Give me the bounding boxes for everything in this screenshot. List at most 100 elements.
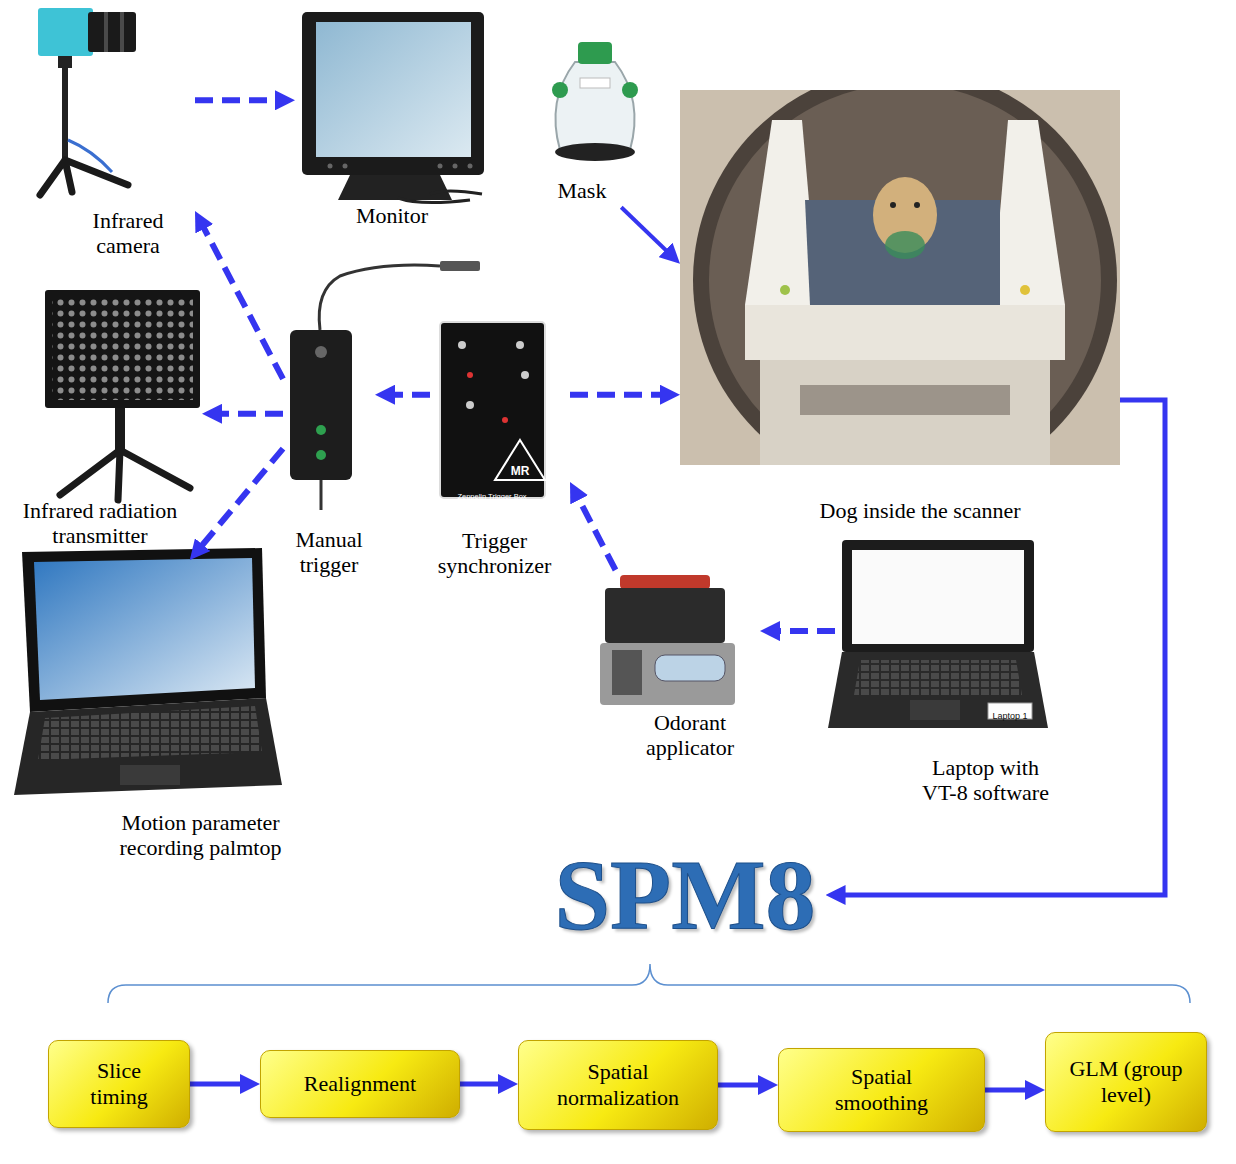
device-badge: MR bbox=[511, 464, 530, 478]
camera-figure bbox=[38, 8, 136, 195]
equipment-item: Mask bbox=[535, 38, 650, 207]
device-badge-holder: MR bbox=[511, 461, 530, 479]
camera-figure-part bbox=[120, 12, 124, 52]
equipment-item: Infrared radiation transmitter bbox=[2, 283, 202, 553]
solid-arrow bbox=[985, 1088, 1033, 1093]
solid-arrow bbox=[838, 400, 1165, 895]
transmitter-figure-part bbox=[52, 296, 193, 400]
equipment-label: Infrared radiation transmitter bbox=[15, 498, 185, 549]
equipment-label: Mask bbox=[542, 178, 622, 203]
process-step: Realignment bbox=[260, 1050, 460, 1118]
palmtop-figure-part bbox=[38, 706, 262, 760]
manual-trigger-figure-part bbox=[440, 261, 480, 271]
step-label: Slice timing bbox=[79, 1058, 159, 1111]
connectors bbox=[190, 100, 1165, 1090]
mask-figure bbox=[552, 42, 638, 161]
camera-figure-part bbox=[68, 140, 112, 172]
manual-trigger-figure-part bbox=[316, 450, 326, 460]
monitor-figure-part bbox=[316, 22, 471, 157]
manual-trigger-figure-part bbox=[290, 330, 352, 480]
process-step: GLM (group level) bbox=[1045, 1032, 1207, 1132]
palmtop-figure-part bbox=[34, 558, 255, 700]
process-step: Spatial normalization bbox=[518, 1040, 718, 1130]
scanner-photo-part bbox=[800, 385, 1010, 415]
scanner-photo-part bbox=[1020, 285, 1030, 295]
equipment-item: Infrared camera bbox=[30, 5, 195, 263]
camera-figure-part bbox=[62, 68, 68, 163]
dashed-arrow bbox=[195, 97, 283, 103]
dashed-arrow bbox=[576, 493, 616, 570]
scanner-photo-part bbox=[760, 360, 1050, 465]
scanner-photo-part bbox=[992, 120, 1065, 305]
odorant-applicator-figure-part bbox=[620, 575, 710, 589]
camera-figure-part bbox=[104, 12, 108, 52]
odorant-applicator-figure bbox=[600, 575, 735, 705]
equipment-label: Dog inside the scanner bbox=[770, 498, 1070, 523]
solid-arrow bbox=[460, 1082, 506, 1087]
manual-trigger-figure-part bbox=[315, 346, 327, 358]
mask-figure-part bbox=[580, 78, 610, 88]
dashed-arrow bbox=[214, 411, 283, 417]
synchronizer-figure bbox=[440, 322, 545, 498]
synchronizer-figure-part bbox=[521, 371, 529, 379]
monitor-figure-part bbox=[468, 164, 473, 169]
equipment-label: Infrared camera bbox=[78, 208, 178, 259]
equipment-label: Monitor bbox=[332, 203, 452, 228]
synchronizer-figure-part bbox=[458, 341, 466, 349]
synchronizer-figure-part bbox=[516, 341, 524, 349]
step-label: Spatial normalization bbox=[543, 1059, 693, 1112]
group-bracket bbox=[108, 964, 1190, 1003]
palmtop-figure-part bbox=[22, 548, 266, 712]
dashed-arrow bbox=[198, 449, 283, 551]
synchronizer-figure-part bbox=[495, 440, 545, 480]
device-brand-holder: Zeppelin Trigger Box bbox=[457, 485, 526, 503]
group-bracket-part bbox=[108, 964, 1190, 1003]
scanner-photo bbox=[680, 90, 1120, 465]
mask-figure-part bbox=[555, 143, 635, 161]
synchronizer-figure-part bbox=[502, 417, 508, 423]
mask-figure-part bbox=[555, 62, 634, 150]
equipment-label: Trigger synchronizer bbox=[432, 528, 557, 579]
monitor-figure bbox=[302, 12, 484, 203]
equipment-item: Laptop with VT-8 software bbox=[835, 535, 1065, 810]
synchronizer-figure-part bbox=[466, 401, 474, 409]
manual-trigger-figure-part bbox=[320, 480, 323, 510]
synchronizer-figure-part bbox=[467, 372, 473, 378]
palmtop-figure-part bbox=[120, 765, 180, 785]
manual-trigger-figure-part bbox=[319, 265, 440, 330]
device-brand: Zeppelin Trigger Box bbox=[457, 492, 526, 501]
mask-figure-part bbox=[622, 82, 638, 98]
odorant-applicator-figure-part bbox=[612, 650, 642, 695]
transmitter-figure-part bbox=[45, 290, 200, 408]
equipment-label: Manual trigger bbox=[284, 527, 374, 578]
dashed-arrow bbox=[201, 222, 283, 379]
camera-figure-part bbox=[58, 56, 72, 68]
camera-figure-part bbox=[88, 12, 136, 52]
equipment-item: Dog inside the scanner bbox=[680, 88, 1120, 527]
equipment-item: Trigger synchronizer bbox=[430, 318, 570, 583]
scanner-photo-part bbox=[693, 90, 1117, 465]
transmitter-figure bbox=[45, 290, 200, 500]
solid-arrow bbox=[621, 207, 671, 255]
mask-figure-part bbox=[552, 82, 568, 98]
mask-figure-part bbox=[578, 42, 612, 64]
software-name: SPM8 bbox=[544, 845, 825, 945]
odorant-applicator-figure-part bbox=[600, 643, 735, 705]
scanner-photo-part bbox=[709, 90, 1101, 465]
step-label: Realignment bbox=[270, 1071, 450, 1097]
synchronizer-figure-part bbox=[440, 322, 545, 498]
laptop-figure bbox=[828, 540, 1048, 728]
equipment-item: Motion parameter recording palmtop bbox=[10, 560, 300, 865]
transmitter-figure-part bbox=[60, 450, 190, 500]
odorant-applicator-figure-part bbox=[655, 655, 725, 681]
step-label: GLM (group level) bbox=[1061, 1056, 1191, 1109]
laptop-figure-part bbox=[842, 540, 1034, 652]
scanner-photo-part bbox=[745, 305, 1065, 360]
laptop-figure-part bbox=[852, 550, 1024, 644]
sticker-text-holder: Laptop 1 bbox=[992, 705, 1027, 723]
camera-figure-part bbox=[40, 160, 128, 195]
laptop-figure-part bbox=[910, 700, 960, 720]
laptop-figure-part bbox=[854, 660, 1022, 695]
dashed-arrow bbox=[570, 392, 668, 398]
